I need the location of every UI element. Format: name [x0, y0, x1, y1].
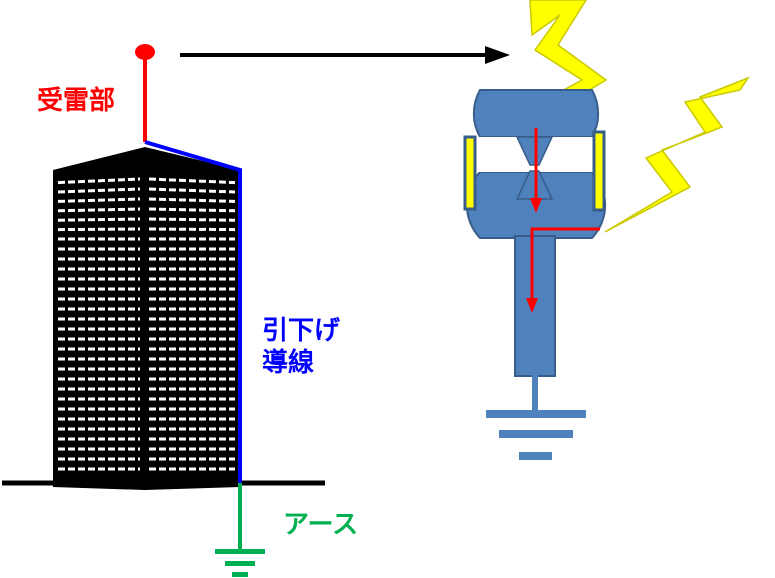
electrode-left: [463, 135, 477, 211]
window-stripe: [148, 207, 236, 213]
window-stripe: [57, 177, 141, 185]
right-arrow-icon: [180, 46, 510, 64]
window-stripe: [57, 207, 141, 213]
down-conductor-label-line1: 引下げ: [262, 316, 341, 346]
window-stripe: [148, 227, 236, 232]
lightning-bolt-icon: [604, 76, 750, 233]
building: [53, 147, 240, 490]
earth-label: アース: [283, 510, 359, 540]
electrode-right: [592, 130, 606, 212]
down-conductor-label-line2: 導線: [262, 348, 315, 378]
window-stripe: [148, 187, 236, 194]
window-stripe: [148, 217, 236, 222]
down-conductor: [144, 140, 242, 483]
receptor-tip: [135, 44, 155, 60]
window-stripe: [148, 197, 236, 203]
current-arrow-icon: [526, 128, 600, 313]
receptor-rod: [135, 44, 155, 142]
window-stripe: [148, 177, 236, 185]
window-stripe: [57, 227, 141, 232]
window-stripe: [57, 217, 141, 222]
earth-ground-icon: [215, 483, 265, 577]
window-stripe: [57, 197, 141, 203]
building-windows: [57, 177, 236, 471]
receptor-label: 受雷部: [37, 86, 116, 116]
window-stripe: [57, 187, 141, 194]
ground-symbol-icon: [486, 375, 586, 460]
